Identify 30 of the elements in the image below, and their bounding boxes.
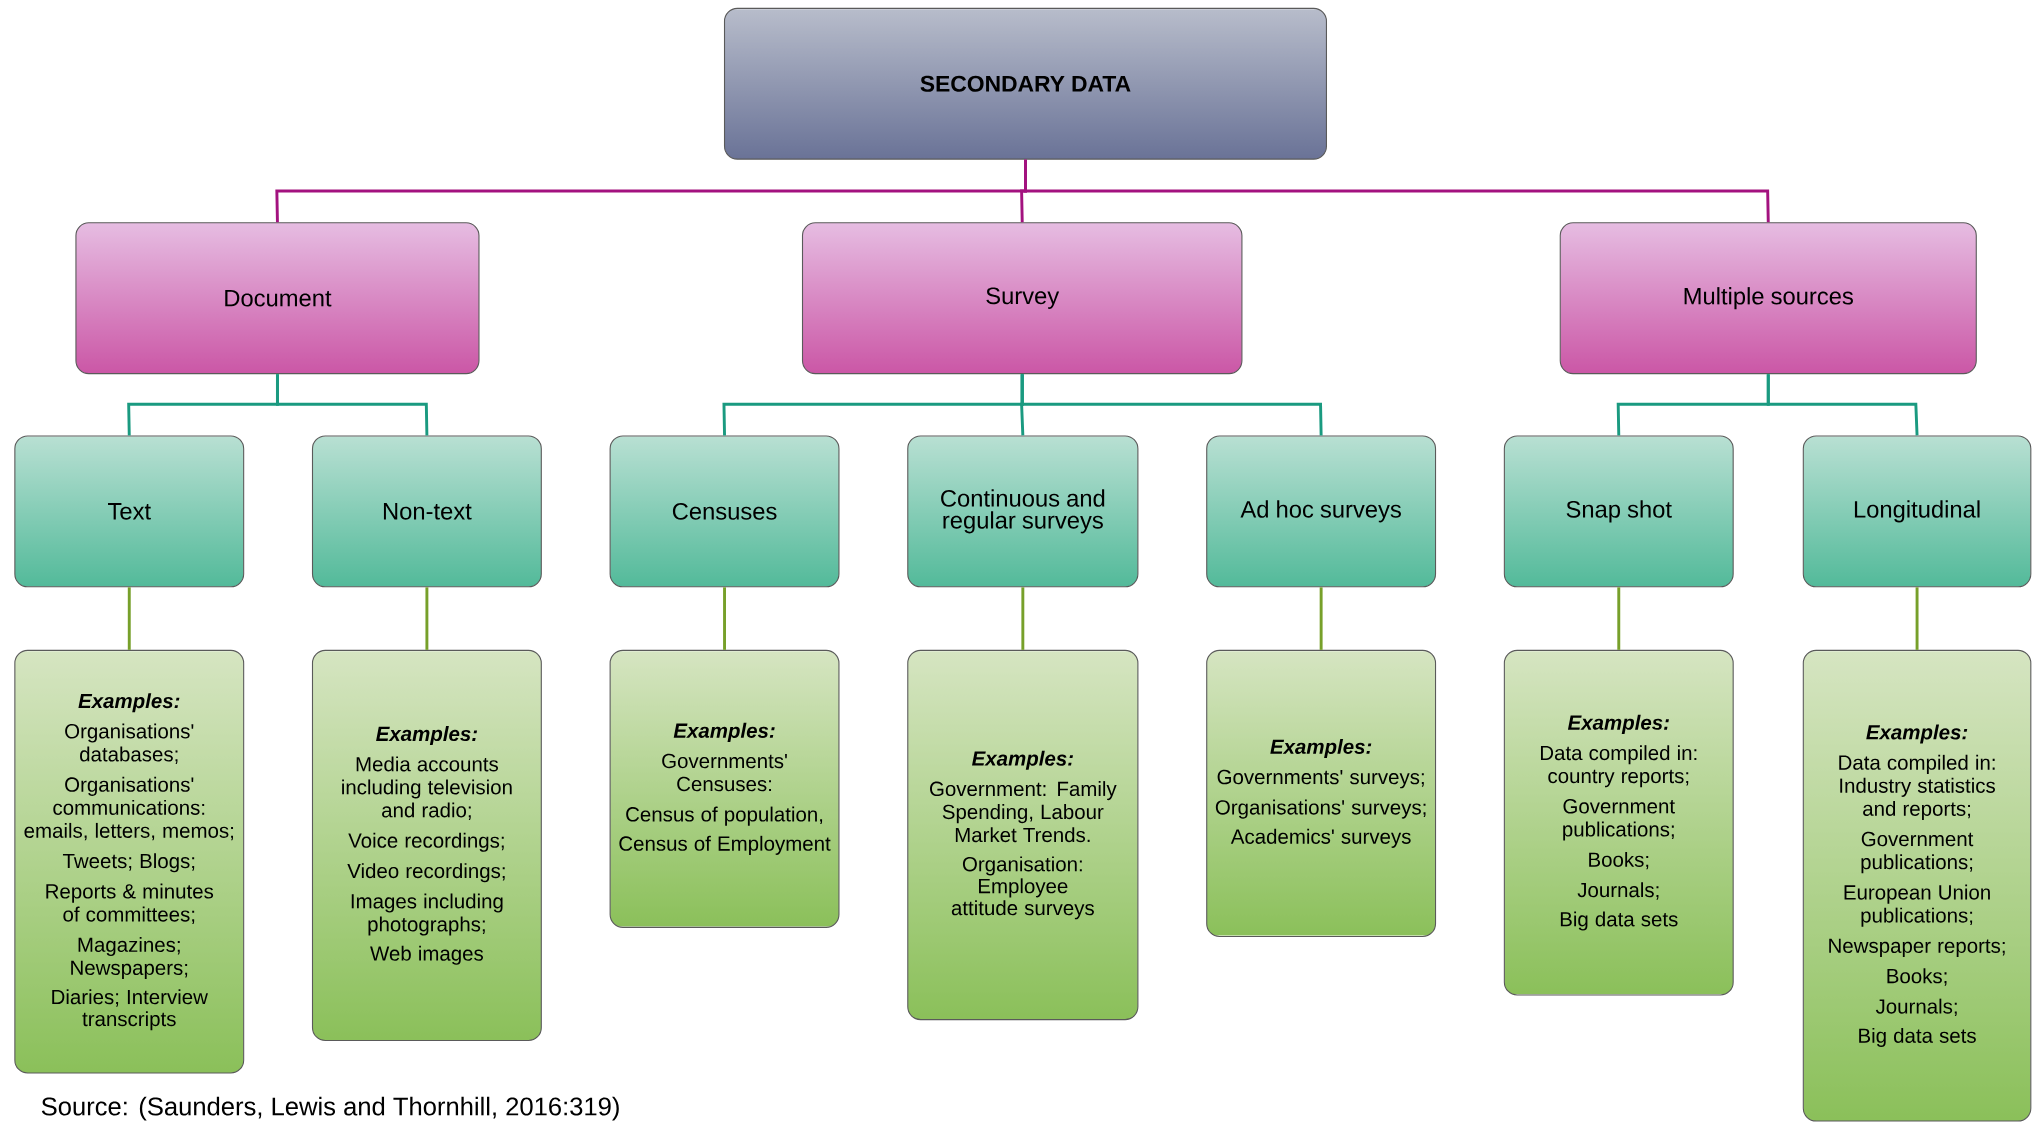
- examples-box: Examples: Data compiled in: Industry statistics and reports; Government publications; European Union publications; Newspaper reports; Books; Journals; Big data sets: [1802, 650, 2032, 1122]
- examples-box: Examples: Media accounts including television and radio; Voice recordings; Video recordings; Images including photographs; Web images: [311, 650, 542, 1042]
- examples-box: Examples: Governments' Censuses: Census of population, Census of Employment: [609, 650, 840, 929]
- connector-line: [1319, 587, 1323, 651]
- category-box: Multiple sources: [1559, 222, 1977, 375]
- type-box: Censuses: [609, 435, 840, 588]
- source-note: Source: (Saunders, Lewis and Thornhill, 2016:319): [41, 1096, 619, 1121]
- connector-line: [723, 587, 726, 651]
- type-box: Longitudinal: [1802, 435, 2032, 588]
- connector-line: [1024, 159, 1770, 223]
- examples-box: Examples: Governments' surveys; Organisations' surveys; Academics' surveys: [1206, 650, 1437, 938]
- category-box: Survey: [801, 222, 1243, 375]
- examples-box: Examples: Organisations' databases; Organisations' communications: emails, letters, memos; Tweets; Blogs; Reports & minutes of committees; Magazines; Newspapers; Diaries; Interview transcripts: [14, 650, 245, 1074]
- type-box: Continuous and regular surveys: [907, 435, 1139, 588]
- category-box: Document: [75, 222, 480, 375]
- type-box: Ad hoc surveys: [1206, 435, 1437, 588]
- connector-line: [1021, 587, 1025, 651]
- title-box: SECONDARY DATA: [723, 8, 1327, 160]
- connector-line: [276, 374, 429, 436]
- examples-box: Examples: Government: Family Spending, Labour Market Trends. Organisation: Employee attitude surveys: [907, 650, 1139, 1021]
- type-box: Non-text: [311, 435, 542, 588]
- connector-line: [127, 587, 131, 651]
- connector-line: [1915, 587, 1919, 651]
- connector-line: [425, 587, 429, 651]
- type-box: Text: [14, 435, 245, 588]
- examples-box: Examples: Data compiled in: country reports; Government publications; Books; Journals; Big data sets: [1503, 650, 1734, 996]
- connector-line: [1617, 587, 1621, 651]
- connector-line: [1020, 374, 1323, 436]
- connector-line: [1766, 374, 1919, 436]
- type-box: Snap shot: [1503, 435, 1734, 588]
